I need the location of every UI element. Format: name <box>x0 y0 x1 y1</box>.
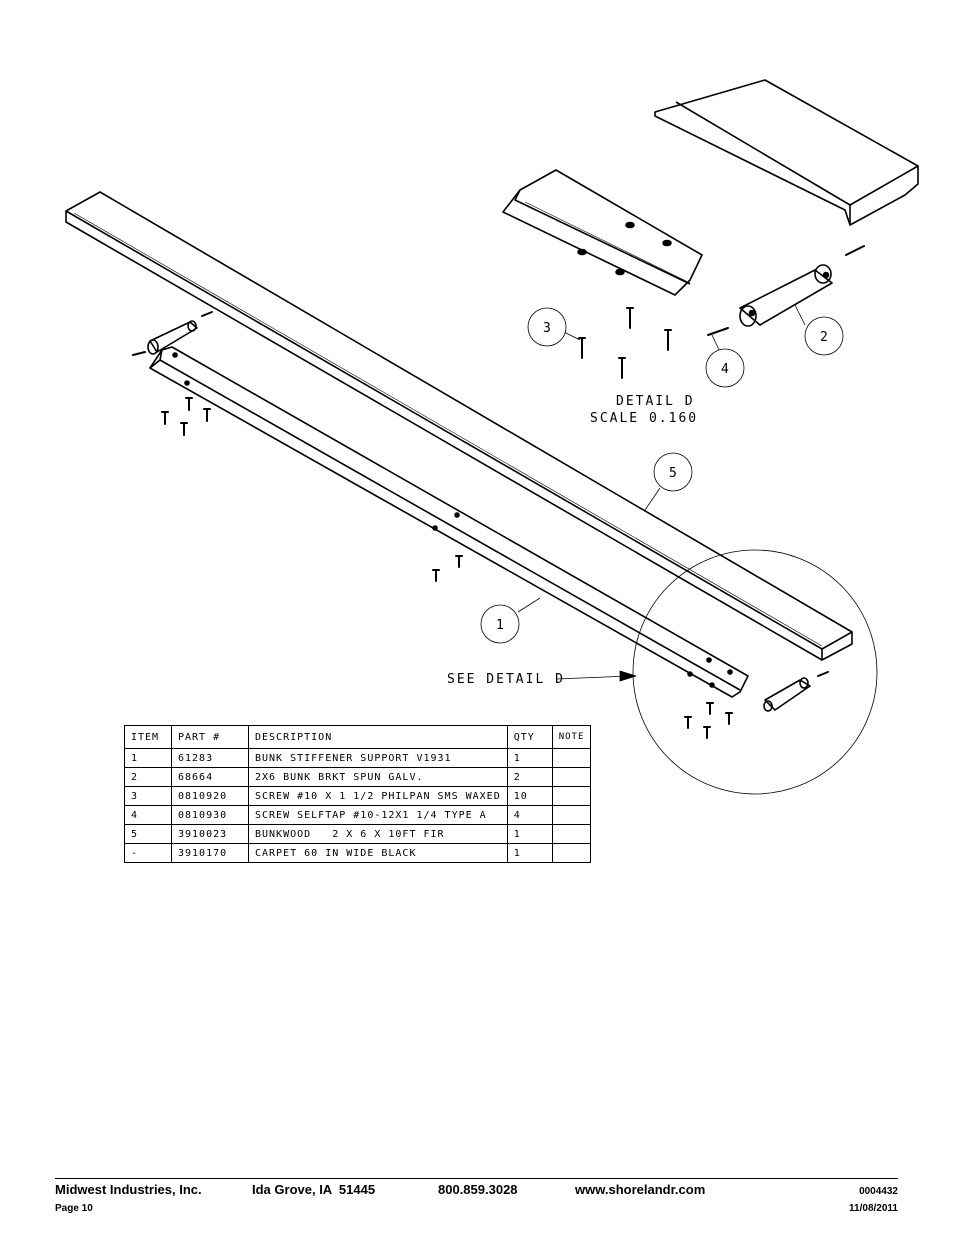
detail-channel <box>502 169 703 296</box>
balloons <box>480 307 844 644</box>
bom-qty: 10 <box>506 786 553 806</box>
bom-description: BUNK STIFFENER SUPPORT V1931 <box>248 748 508 768</box>
balloon-label-4: 4 <box>721 362 731 377</box>
bom-note <box>551 748 592 768</box>
bom-description: SCREW #10 X 1 1/2 PHILPAN SMS WAXED <box>248 786 508 806</box>
table-row: - 3910170 CARPET 60 IN WIDE BLACK 1 <box>124 843 592 863</box>
footer-location: Ida Grove, IA 51445 <box>252 1182 376 1197</box>
bom-note <box>551 843 592 863</box>
bom-header-description: DESCRIPTION <box>248 725 508 749</box>
bom-description: BUNKWOOD 2 X 6 X 10FT FIR <box>248 824 508 844</box>
balloon-label-3: 3 <box>543 321 553 336</box>
footer-doc-number: 0004432 <box>859 1186 898 1197</box>
end-bracket <box>763 677 811 712</box>
table-row: 1 61283 BUNK STIFFENER SUPPORT V1931 1 <box>124 748 592 768</box>
bom-part: 61283 <box>171 748 249 768</box>
footer-date: 11/08/2011 <box>849 1203 898 1214</box>
bom-header-note: NOTE <box>551 725 592 749</box>
balloon-label-2: 2 <box>820 330 830 345</box>
bom-qty: 2 <box>506 767 553 787</box>
bom-qty: 1 <box>506 843 553 863</box>
bom-part: 0810930 <box>171 805 249 825</box>
bom-description: CARPET 60 IN WIDE BLACK <box>248 843 508 863</box>
footer-company: Midwest Industries, Inc. <box>55 1182 202 1197</box>
bom-note <box>551 767 592 787</box>
left-bracket <box>147 320 198 355</box>
bunk-board <box>65 191 853 661</box>
table-row: 2 68664 2X6 BUNK BRKT SPUN GALV. 2 <box>124 767 592 787</box>
detail-bracket <box>739 264 833 327</box>
bom-part: 3910023 <box>171 824 249 844</box>
table-row: 4 0810930 SCREW SELFTAP #10-12X1 1/4 TYP… <box>124 805 592 825</box>
bom-qty: 1 <box>506 748 553 768</box>
table-row: 3 0810920 SCREW #10 X 1 1/2 PHILPAN SMS … <box>124 786 592 806</box>
bom-part: 68664 <box>171 767 249 787</box>
bom-description: 2X6 BUNK BRKT SPUN GALV. <box>248 767 508 787</box>
bom-header-qty: QTY <box>506 725 553 749</box>
bom-header-row: ITEM PART # DESCRIPTION QTY NOTE <box>124 725 592 749</box>
bom-qty: 4 <box>506 805 553 825</box>
bom-part: 3910170 <box>171 843 249 863</box>
bom-item: 2 <box>124 767 172 787</box>
bom-note <box>551 786 592 806</box>
bom-description: SCREW SELFTAP #10-12X1 1/4 TYPE A <box>248 805 508 825</box>
bom-note <box>551 824 592 844</box>
footer-page-number: Page 10 <box>55 1203 93 1214</box>
bom-item: 5 <box>124 824 172 844</box>
detail-scale: SCALE 0.160 <box>590 411 698 426</box>
bom-part: 0810920 <box>171 786 249 806</box>
footer-divider <box>55 1178 898 1179</box>
table-row: 5 3910023 BUNKWOOD 2 X 6 X 10FT FIR 1 <box>124 824 592 844</box>
bom-note <box>551 805 592 825</box>
detail-title: DETAIL D <box>616 394 695 409</box>
footer-phone: 800.859.3028 <box>438 1182 518 1197</box>
leader-lines <box>517 304 806 682</box>
balloon-label-1: 1 <box>496 618 506 633</box>
stiffener-channel <box>149 346 749 698</box>
footer-website[interactable]: www.shorelandr.com <box>575 1182 706 1197</box>
bom-item: - <box>124 843 172 863</box>
screws <box>132 245 865 739</box>
bom-qty: 1 <box>506 824 553 844</box>
bom-item: 1 <box>124 748 172 768</box>
bom-header-item: ITEM <box>124 725 172 749</box>
see-detail-label: SEE DETAIL D <box>447 672 565 687</box>
balloon-label-5: 5 <box>669 466 679 481</box>
bom-item: 4 <box>124 805 172 825</box>
bom-item: 3 <box>124 786 172 806</box>
detail-circle <box>632 549 878 795</box>
bill-of-materials: ITEM PART # DESCRIPTION QTY NOTE 1 61283… <box>124 725 592 863</box>
detail-carpet-plate <box>654 79 919 226</box>
bom-header-part: PART # <box>171 725 249 749</box>
